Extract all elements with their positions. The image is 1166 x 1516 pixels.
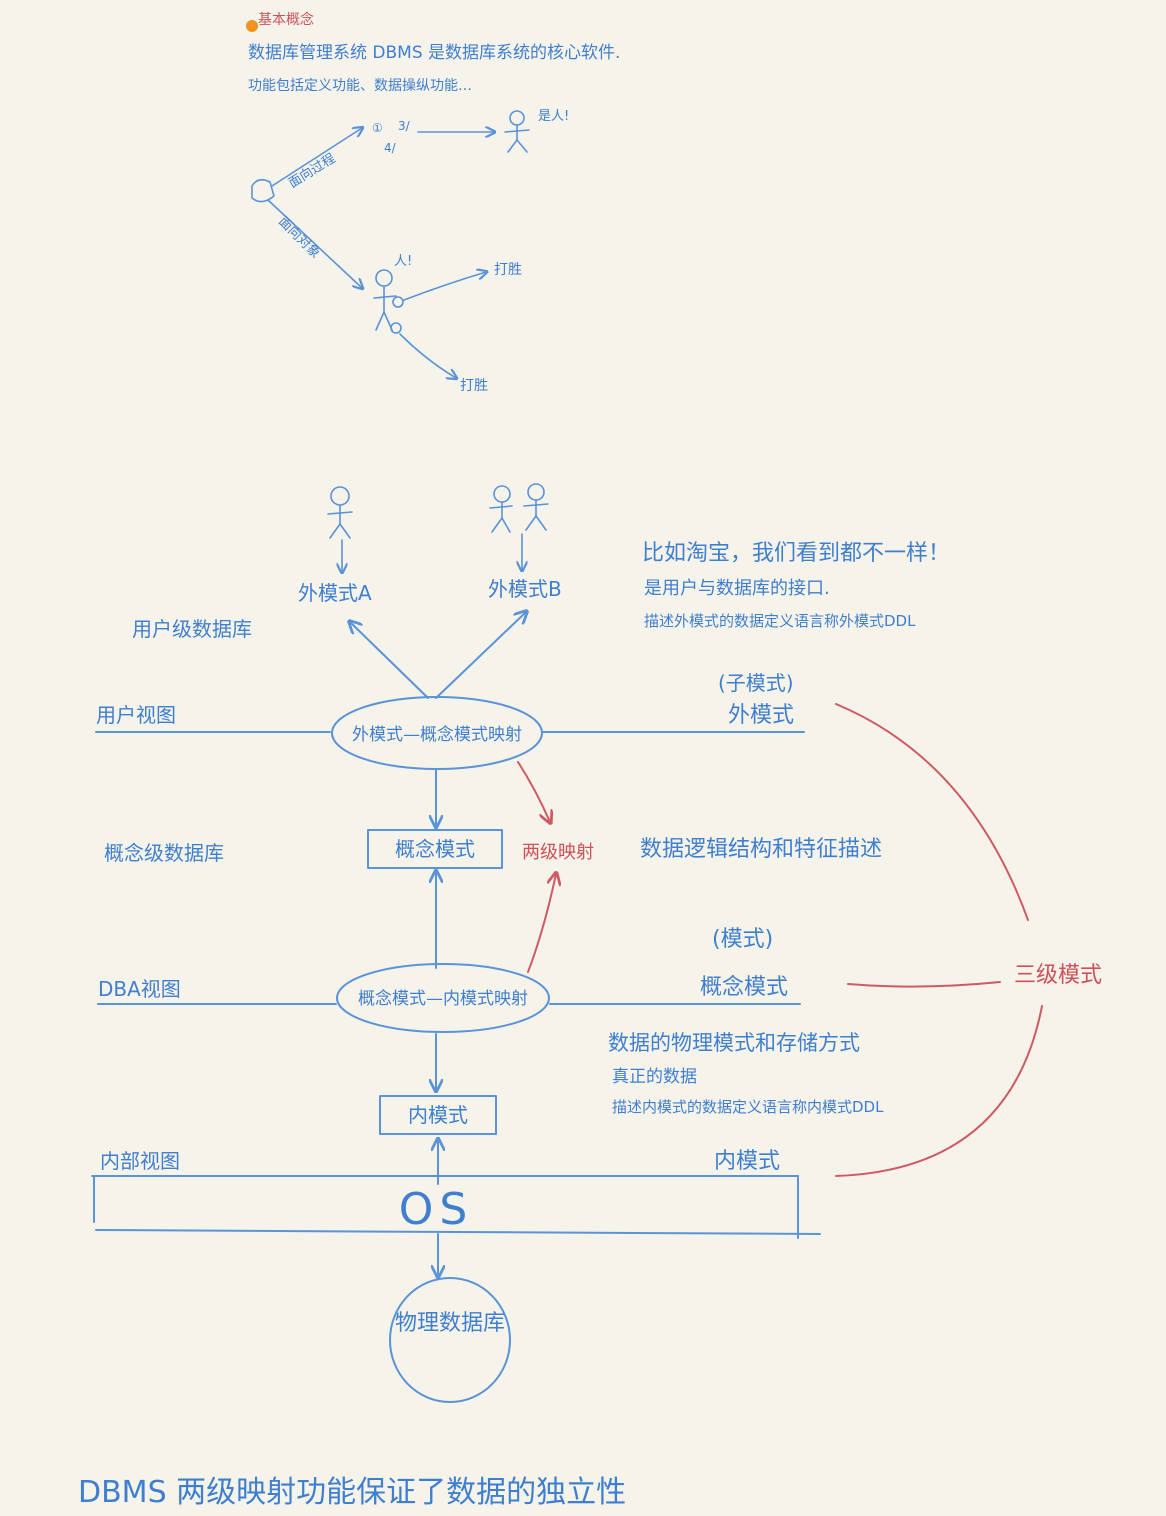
conceptual-schema-label: 概念模式 <box>395 837 475 861</box>
schema-paren: (模式) <box>712 927 773 952</box>
internal-schema-box <box>379 1095 497 1135</box>
action-label-2: 打胜 <box>460 377 488 394</box>
con-int-mapping-label: 概念模式—内模式映射 <box>358 988 528 1009</box>
physical-db-label: 物理数据库 <box>395 1311 505 1336</box>
user-b-icon <box>489 483 549 533</box>
internal-schema-label: 内模式 <box>408 1103 468 1127</box>
three-level-line-middle <box>847 981 1001 988</box>
branch-process-label: 面向过程 <box>286 150 339 191</box>
two-level-arrow-bottom <box>527 874 556 973</box>
branch-object-label: 面向对象 <box>275 214 323 262</box>
mapping-to-ext-a-arrow <box>350 622 429 699</box>
con-int-mapping-ellipse <box>336 963 550 1033</box>
branch-object-arrow <box>267 199 362 288</box>
step-note-1: ① <box>372 121 383 135</box>
intro-line-2: 功能包括定义功能、数据操纵功能… <box>248 78 472 94</box>
external-schema-a: 外模式A <box>298 581 372 605</box>
os-band-bottom <box>95 1229 821 1235</box>
sub-schema-paren: (子模式) <box>718 671 794 695</box>
intro-heading: 基本概念 <box>258 11 314 28</box>
person-icon <box>373 269 404 334</box>
internal-note-2: 真正的数据 <box>612 1067 697 1087</box>
action-arrow-1 <box>403 272 486 301</box>
step-note-2: 3/ <box>398 119 411 133</box>
ext-note-3: 描述外模式的数据定义语言称外模式DDL <box>644 612 916 630</box>
mapping-to-ext-b-arrow <box>435 612 526 699</box>
person-label-top: 是人! <box>538 109 569 124</box>
internal-view-label: 内部视图 <box>100 1149 180 1173</box>
step-note-3: 4/ <box>384 141 397 155</box>
ext-note-2: 是用户与数据库的接口. <box>644 578 830 599</box>
user-level-db-label: 用户级数据库 <box>132 617 252 641</box>
internal-note-1: 数据的物理模式和存储方式 <box>608 1031 860 1055</box>
dba-view-label: DBA视图 <box>98 977 181 1001</box>
conceptual-schema-side-label: 概念模式 <box>700 975 788 1000</box>
three-level-label: 三级模式 <box>1014 963 1102 988</box>
user-a-icon <box>327 486 353 539</box>
person-label-bottom: 人! <box>394 254 412 269</box>
os-label: OS <box>399 1184 474 1235</box>
user-view-label: 用户视图 <box>96 703 176 727</box>
footer-conclusion: DBMS 两级映射功能保证了数据的独立性 <box>78 1475 626 1510</box>
ext-note-1: 比如淘宝，我们看到都不一样！ <box>642 541 950 566</box>
branch-process-arrow <box>271 128 362 187</box>
two-level-arrow-top <box>517 761 550 822</box>
three-level-curve-bottom <box>835 1005 1043 1177</box>
ext-con-mapping-ellipse <box>331 696 543 770</box>
origin-shape <box>251 178 275 203</box>
action-label-1: 打胜 <box>494 261 522 278</box>
two-level-mapping-label: 两级映射 <box>522 842 594 863</box>
ext-con-mapping-label: 外模式—概念模式映射 <box>352 724 522 745</box>
conceptual-note: 数据逻辑结构和特征描述 <box>640 837 882 862</box>
external-schema-b: 外模式B <box>488 577 562 601</box>
internal-note-3: 描述内模式的数据定义语言称内模式DDL <box>612 1098 884 1116</box>
physical-db-circle <box>389 1277 511 1403</box>
action-arrow-2 <box>399 333 456 378</box>
person-icon <box>504 110 530 153</box>
three-level-curve-top <box>835 703 1029 921</box>
conceptual-db-label: 概念级数据库 <box>104 841 224 865</box>
orange-dot-icon <box>246 20 258 32</box>
ext-schema-label: 外模式 <box>728 703 794 728</box>
conceptual-schema-box <box>367 829 503 869</box>
intro-line-1: 数据库管理系统 DBMS 是数据库系统的核心软件. <box>248 43 620 63</box>
internal-schema-side-label: 内模式 <box>714 1149 780 1174</box>
